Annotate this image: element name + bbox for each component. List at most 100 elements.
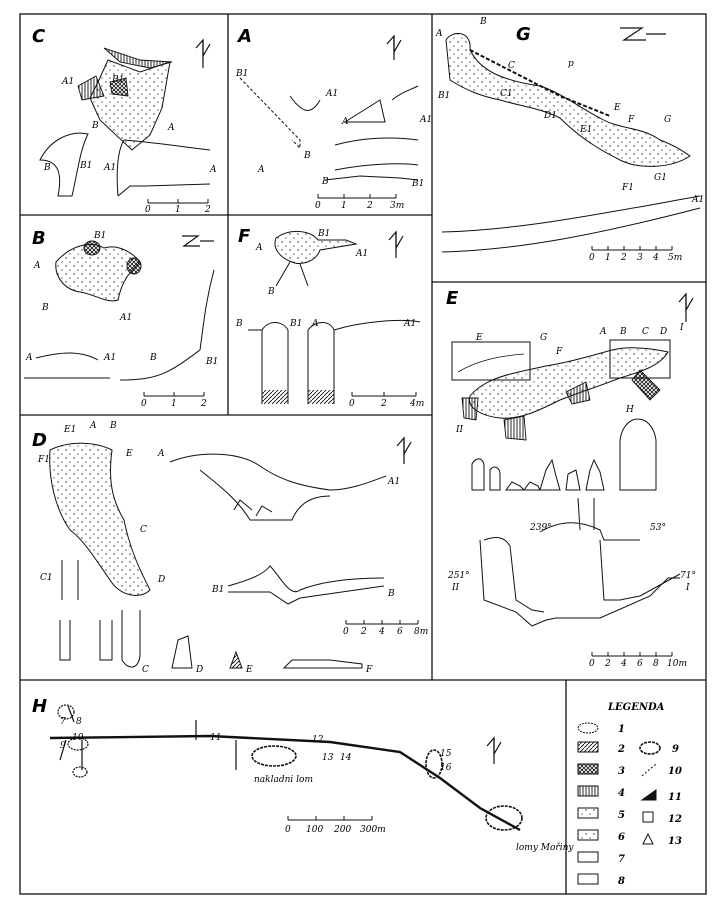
label-f-a: A — [255, 243, 263, 253]
label-b-a1-2: A1 — [103, 353, 116, 363]
legend: LEGENDA 1 2 3 4 5 6 7 8 9 10 11 12 13 — [577, 702, 682, 887]
label-f-b-2: B — [235, 319, 243, 329]
label-g-f: F — [627, 115, 635, 125]
h-num-12: 12 — [312, 735, 324, 745]
scale-h-0: 0 — [285, 825, 291, 835]
label-c-b-2: B — [43, 163, 51, 173]
scale-f-1: 2 — [380, 399, 387, 409]
h-num-14: 14 — [340, 753, 352, 763]
scale-a-1: 1 — [341, 201, 347, 211]
label-c-a-2: A — [209, 165, 217, 175]
legend-9: 9 — [672, 744, 679, 755]
scale-bar-g: 0 1 2 3 4 5m — [589, 246, 682, 263]
label-g-g1: G1 — [654, 173, 667, 183]
label-b-a1: A1 — [119, 313, 132, 323]
scale-g-1: 1 — [605, 253, 611, 263]
scale-d-1: 2 — [360, 627, 367, 637]
panel-g-letter: G — [516, 24, 531, 45]
scale-b-1: 1 — [171, 399, 177, 409]
label-c-a: A — [167, 123, 175, 133]
panel-a: A 0 1 2 3m B1 A1 A A1 B A B B1 — [235, 26, 432, 211]
scale-e-4: 8 — [653, 659, 659, 669]
angle-53: 53° — [650, 523, 666, 533]
legend-11: 11 — [668, 792, 682, 803]
label-d-f1: F1 — [37, 455, 50, 465]
label-g-e1: E1 — [579, 125, 592, 135]
label-e-e: E — [475, 333, 483, 343]
scale-g-5: 5m — [668, 253, 682, 263]
label-b-b-2: B — [149, 353, 157, 363]
label-d-c1: C1 — [40, 573, 53, 583]
scale-e-1: 2 — [604, 659, 611, 669]
h-num-16: 16 — [440, 763, 452, 773]
scale-d-0: 0 — [343, 627, 349, 637]
legend-12: 12 — [668, 814, 682, 825]
legend-1: 1 — [618, 724, 625, 735]
angle-239: 239° — [529, 523, 552, 533]
label-e-a: A — [599, 327, 607, 337]
label-b-a: A — [33, 261, 41, 271]
scale-e-0: 0 — [589, 659, 595, 669]
label-g-a1: A1 — [691, 195, 704, 205]
label-b-b1-2: B1 — [205, 357, 218, 367]
label-a-a-2: A — [257, 165, 265, 175]
scale-g-4: 4 — [652, 253, 659, 263]
legend-sym-12 — [642, 811, 654, 823]
legend-sym-2 — [577, 741, 599, 753]
scale-h-3: 300m — [360, 825, 386, 835]
legend-6: 6 — [618, 832, 625, 843]
scale-d-4: 8m — [414, 627, 428, 637]
label-c-b1: B1 — [111, 75, 124, 85]
label-c-a1: A1 — [61, 77, 74, 87]
label-g-d1: D1 — [543, 111, 557, 121]
label-g-b: B — [479, 17, 487, 27]
legend-5: 5 — [618, 810, 625, 821]
legend-sym-7 — [577, 851, 599, 863]
scale-h-2: 200 — [333, 825, 351, 835]
label-d-b: B — [109, 421, 117, 431]
label-g-c: C — [508, 61, 515, 71]
label-e-ii: II — [455, 425, 464, 435]
label-e-i: I — [679, 323, 684, 333]
legend-8: 8 — [618, 876, 625, 887]
label-c-b: B — [91, 121, 99, 131]
label-a-a1-2: A1 — [419, 115, 432, 125]
north-arrow-g — [620, 27, 666, 41]
scale-f-0: 0 — [349, 399, 355, 409]
h-num-13: 13 — [322, 753, 334, 763]
legend-sym-9 — [639, 741, 661, 755]
panel-e: E — [446, 288, 696, 669]
panel-d-letter: D — [32, 430, 47, 451]
panel-e-letter: E — [446, 288, 459, 309]
legend-2: 2 — [617, 744, 625, 755]
h-num-11: 11 — [210, 733, 221, 743]
place-lomy-moriny: lomy Mořiny — [516, 842, 574, 853]
label-e-d: D — [659, 327, 667, 337]
label-g-c1: C1 — [500, 89, 513, 99]
scale-e-2: 4 — [620, 659, 627, 669]
label-d-e-2: E — [245, 665, 253, 675]
scale-bar-e: 0 2 4 6 8 10m — [589, 652, 687, 669]
label-d-c-2: C — [142, 665, 149, 675]
label-e-g: G — [540, 333, 547, 343]
label-b-b1: B1 — [93, 231, 106, 241]
north-arrow-a — [386, 34, 402, 60]
legend-3: 3 — [618, 766, 625, 777]
scale-c-0: 0 — [145, 205, 151, 215]
label-f-b: B — [267, 287, 275, 297]
scale-c-2: 2 — [204, 205, 211, 215]
legend-title: LEGENDA — [607, 702, 665, 713]
label-g-e: E — [613, 103, 621, 113]
frame-lines — [19, 13, 707, 895]
label-d-a-2: A — [157, 449, 165, 459]
panel-f-letter: F — [238, 226, 251, 247]
label-f-b1-2: B1 — [289, 319, 302, 329]
label-e-c: C — [642, 327, 649, 337]
angle-71: 71° — [680, 571, 696, 581]
h-num-7: 7 — [60, 717, 66, 727]
section-mark-i: I — [685, 583, 690, 593]
scale-d-3: 6 — [397, 627, 403, 637]
scale-bar-d: 0 2 4 6 8m — [343, 620, 428, 637]
label-b-b: B — [41, 303, 49, 313]
